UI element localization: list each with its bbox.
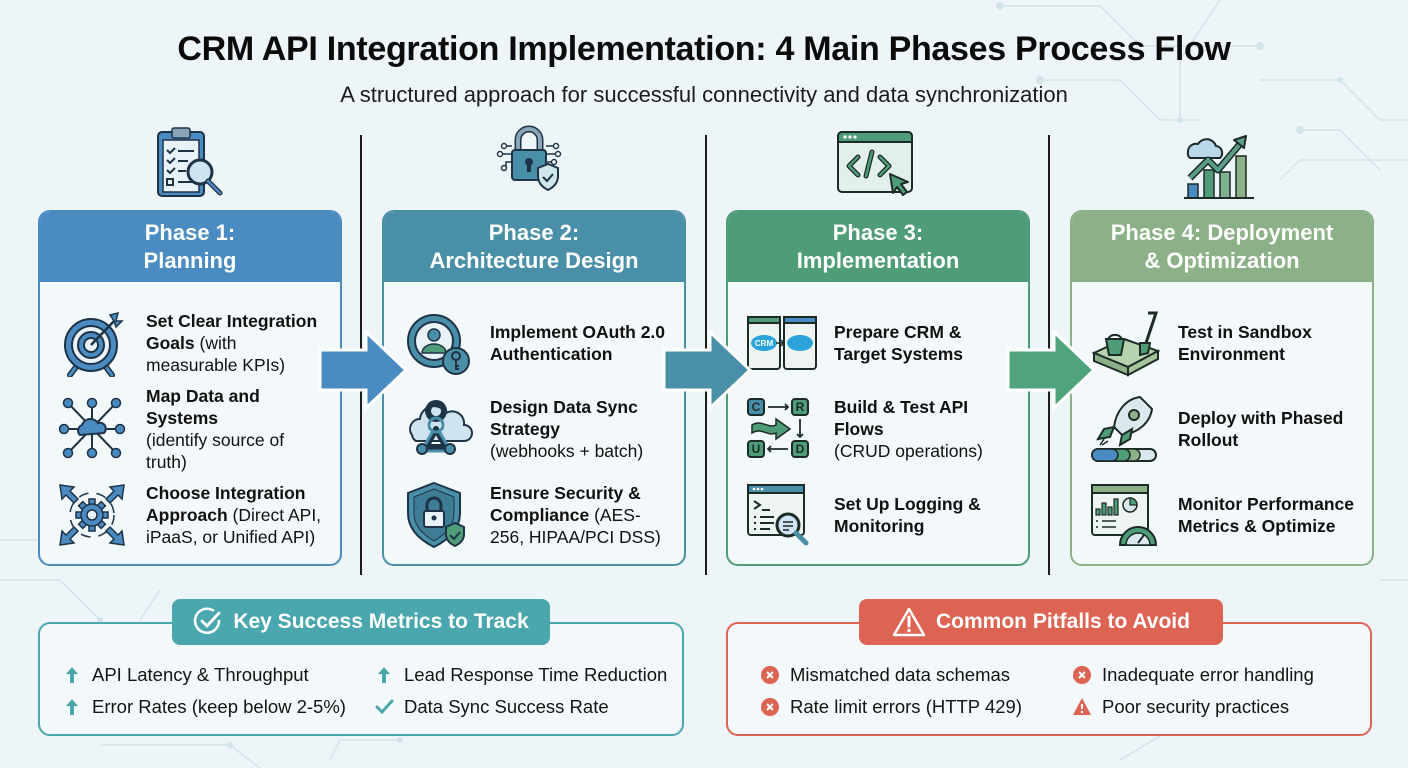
- step-text: Implement OAuth 2.0 Authentication: [490, 322, 666, 364]
- metric-text: API Latency & Throughput: [92, 664, 309, 685]
- step-text: Set Clear Integration Goals (with measur…: [146, 311, 318, 375]
- metrics-title: Key Success Metrics to Track: [233, 610, 529, 633]
- pitfalls-title: Common Pitfalls to Avoid: [936, 610, 1190, 633]
- step-text: Map Data and Systems (identify source of…: [146, 386, 285, 472]
- metrics-panel-header: Key Success Metrics to Track: [172, 599, 550, 645]
- crud-flow-icon: C R U D: [747, 398, 809, 458]
- gear-arrows-icon: [59, 484, 125, 546]
- pitfalls-list: Mismatched data schemas Inadequate error…: [760, 663, 1360, 719]
- step-item: Monitor Performance Metrics & Optimize: [1090, 472, 1360, 558]
- step-text: Ensure Security & Compliance (AES-256, H…: [490, 483, 661, 547]
- page-subtitle: A structured approach for successful con…: [340, 82, 1068, 107]
- step-text: Monitor Performance Metrics & Optimize: [1178, 494, 1354, 536]
- user-key-icon: [407, 314, 470, 375]
- metric-text: Error Rates (keep below 2-5%): [92, 696, 346, 717]
- step-item: CRM Prepare CRM & Target Systems: [746, 300, 1016, 386]
- flow-arrow-1-to-2: [318, 330, 408, 410]
- phase-name: & Optimization: [1144, 248, 1300, 273]
- metric-item: Lead Response Time Reduction: [374, 663, 682, 687]
- phase-card-planning: Phase 1: Planning Set Clear Integration G…: [38, 210, 342, 566]
- step-item: Deploy with Phased Rollout: [1090, 386, 1360, 472]
- flow-arrow-3-to-4: [1006, 330, 1096, 410]
- phase-number: Phase 1:: [144, 220, 236, 245]
- phase-header: Phase 3: Implementation: [728, 212, 1028, 282]
- phase-card-architecture-design: Phase 2: Architecture Design Implement OA…: [382, 210, 686, 566]
- step-text: Choose Integration Approach (Direct API,…: [146, 483, 322, 547]
- step-item: Map Data and Systems (identify source of…: [58, 386, 328, 472]
- step-item: Design Data Sync Strategy (webhooks + ba…: [402, 386, 672, 472]
- flow-arrow-2-to-3: [662, 330, 752, 410]
- lock-shield-icon: [496, 125, 562, 192]
- crud-letter: U: [752, 442, 761, 456]
- phase-number: Phase 4: Deployment: [1110, 220, 1334, 245]
- crm-systems-icon: CRM: [747, 316, 817, 370]
- step-text: Test in Sandbox Environment: [1178, 322, 1312, 364]
- step-text: Deploy with Phased Rollout: [1178, 408, 1344, 450]
- phase-name: Planning: [143, 248, 237, 273]
- step-text: Build & Test API Flows (CRUD operations): [834, 397, 983, 461]
- pitfall-item: Mismatched data schemas: [760, 663, 1072, 687]
- terminal-search-icon: [747, 484, 809, 546]
- network-map-icon: [58, 397, 126, 459]
- target-icon: [64, 311, 124, 377]
- shield-lock-icon: [407, 481, 465, 549]
- metric-item: API Latency & Throughput: [62, 663, 374, 687]
- step-text: Design Data Sync Strategy (webhooks + ba…: [490, 397, 644, 461]
- growth-chart-icon: [1184, 135, 1254, 199]
- x-circle-icon: [761, 666, 779, 684]
- phase-name: Architecture Design: [429, 248, 639, 273]
- pitfall-item: Poor security practices: [1072, 695, 1360, 719]
- page-title: CRM API Integration Implementation: 4 Ma…: [177, 30, 1231, 68]
- step-item: Choose Integration Approach (Direct API,…: [58, 472, 328, 558]
- sandbox-icon: [1091, 311, 1161, 377]
- step-text: Set Up Logging & Monitoring: [834, 494, 981, 536]
- pitfall-item: Inadequate error handling: [1072, 663, 1360, 687]
- pitfalls-panel-header: Common Pitfalls to Avoid: [859, 599, 1223, 645]
- clipboard-magnifier-icon: [157, 127, 223, 197]
- metric-text: Lead Response Time Reduction: [404, 664, 668, 685]
- step-text: Prepare CRM & Target Systems: [834, 322, 964, 364]
- x-circle-icon: [761, 698, 779, 716]
- warning-triangle-icon: [892, 607, 926, 637]
- rocket-rollout-icon: [1091, 395, 1157, 462]
- arrow-up-icon: [66, 667, 78, 683]
- step-item: Implement OAuth 2.0 Authentication: [402, 300, 672, 386]
- pitfall-text: Poor security practices: [1102, 696, 1290, 717]
- pitfall-text: Mismatched data schemas: [790, 664, 1011, 685]
- pitfall-text: Rate limit errors (HTTP 429): [790, 696, 1022, 717]
- crud-letter: C: [752, 400, 761, 414]
- crud-letter: R: [796, 400, 805, 414]
- cloud-webhook-icon: [409, 400, 473, 455]
- step-item: Set Clear Integration Goals (with measur…: [58, 300, 328, 386]
- phase-number: Phase 3:: [832, 220, 924, 245]
- metric-item: Data Sync Success Rate: [374, 695, 682, 719]
- step-item: Test in Sandbox Environment: [1090, 300, 1360, 386]
- arrow-up-icon: [378, 667, 390, 683]
- step-item: Set Up Logging & Monitoring: [746, 472, 1016, 558]
- metric-item: Error Rates (keep below 2-5%): [62, 695, 374, 719]
- pitfall-item: Rate limit errors (HTTP 429): [760, 695, 1072, 719]
- pitfall-text: Inadequate error handling: [1102, 664, 1314, 685]
- check-icon: [375, 699, 394, 715]
- step-item: C R U D Build & Test API Flows (CRUD ope…: [746, 386, 1016, 472]
- metrics-list: API Latency & Throughput Lead Response T…: [62, 663, 682, 719]
- dashboard-gauge-icon: [1091, 484, 1158, 546]
- crm-label: CRM: [755, 339, 774, 348]
- phase-card-implementation: Phase 3: Implementation CRM Prepare CRM &…: [726, 210, 1030, 566]
- crud-letter: D: [796, 442, 805, 456]
- code-window-icon: [837, 131, 913, 196]
- warning-icon: [1073, 698, 1091, 715]
- step-item: Ensure Security & Compliance (AES-256, H…: [402, 472, 672, 558]
- metric-text: Data Sync Success Rate: [404, 696, 609, 717]
- phase-card-deployment-optimization: Phase 4: Deployment & Optimization Test i…: [1070, 210, 1374, 566]
- arrow-up-icon: [66, 699, 78, 715]
- phase-header: Phase 2: Architecture Design: [384, 212, 684, 282]
- phase-header: Phase 4: Deployment & Optimization: [1072, 212, 1372, 282]
- check-circle-icon: [194, 607, 221, 635]
- phase-number: Phase 2:: [488, 220, 580, 245]
- x-circle-icon: [1073, 666, 1091, 684]
- phase-header: Phase 1: Planning: [40, 212, 340, 282]
- phase-name: Implementation: [796, 248, 960, 273]
